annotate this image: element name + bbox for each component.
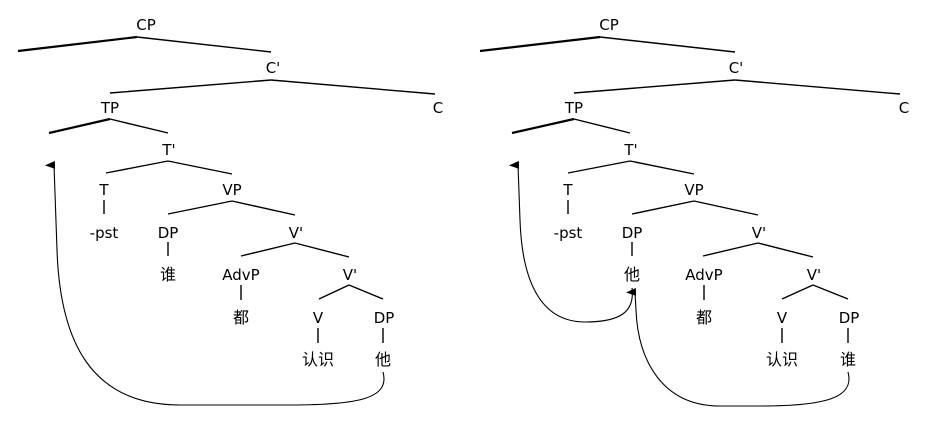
v-bar2-label: V' bbox=[807, 266, 821, 284]
c-bar-label: C' bbox=[266, 59, 281, 77]
v-word: 认识 bbox=[766, 350, 798, 369]
dp-spec-label: DP bbox=[158, 224, 179, 242]
v-bar2-label: V' bbox=[343, 266, 357, 284]
t-label: T bbox=[562, 181, 573, 199]
tp-label: TP bbox=[564, 99, 583, 117]
dp-spec-word: 谁 bbox=[160, 265, 176, 284]
dp-obj-label: DP bbox=[839, 309, 860, 327]
movement-arrow-object bbox=[626, 287, 850, 407]
movement-arrow bbox=[45, 160, 385, 406]
t-bar-label: T' bbox=[623, 141, 637, 159]
tp-label: TP bbox=[100, 99, 119, 117]
c-label: C bbox=[899, 99, 909, 117]
dp-obj-word: 谁 bbox=[840, 350, 856, 369]
pst-label: -pst bbox=[554, 224, 583, 242]
advp-label: AdvP bbox=[222, 266, 259, 284]
advp-word: 都 bbox=[233, 308, 249, 327]
right-tree-edges bbox=[479, 35, 901, 343]
vp-label: VP bbox=[684, 181, 703, 199]
movement-arrow-subject bbox=[509, 160, 633, 323]
c-label: C bbox=[433, 99, 443, 117]
left-tree: CP C' TP C T' T VP -pst DP V' 谁 AdvP V' … bbox=[17, 16, 443, 406]
v-label: V bbox=[777, 309, 788, 327]
cp-label: CP bbox=[136, 16, 156, 34]
dp-obj-word: 他 bbox=[375, 350, 391, 369]
left-tree-edges bbox=[17, 35, 436, 343]
cp-label: CP bbox=[599, 16, 619, 34]
pst-label: -pst bbox=[90, 224, 119, 242]
v-word: 认识 bbox=[302, 350, 334, 369]
v-label: V bbox=[313, 309, 324, 327]
dp-obj-label: DP bbox=[374, 309, 395, 327]
v-bar-label: V' bbox=[752, 224, 766, 242]
advp-word: 都 bbox=[696, 308, 712, 327]
v-bar-label: V' bbox=[289, 224, 303, 242]
t-label: T bbox=[98, 181, 109, 199]
t-bar-label: T' bbox=[161, 141, 175, 159]
right-tree: CP C' TP C T' T VP -pst DP V' 他 AdvP V' … bbox=[479, 16, 909, 407]
dp-spec-label: DP bbox=[622, 224, 643, 242]
vp-label: VP bbox=[222, 181, 241, 199]
c-bar-label: C' bbox=[729, 59, 744, 77]
dp-spec-word: 他 bbox=[624, 265, 640, 284]
advp-label: AdvP bbox=[685, 266, 722, 284]
